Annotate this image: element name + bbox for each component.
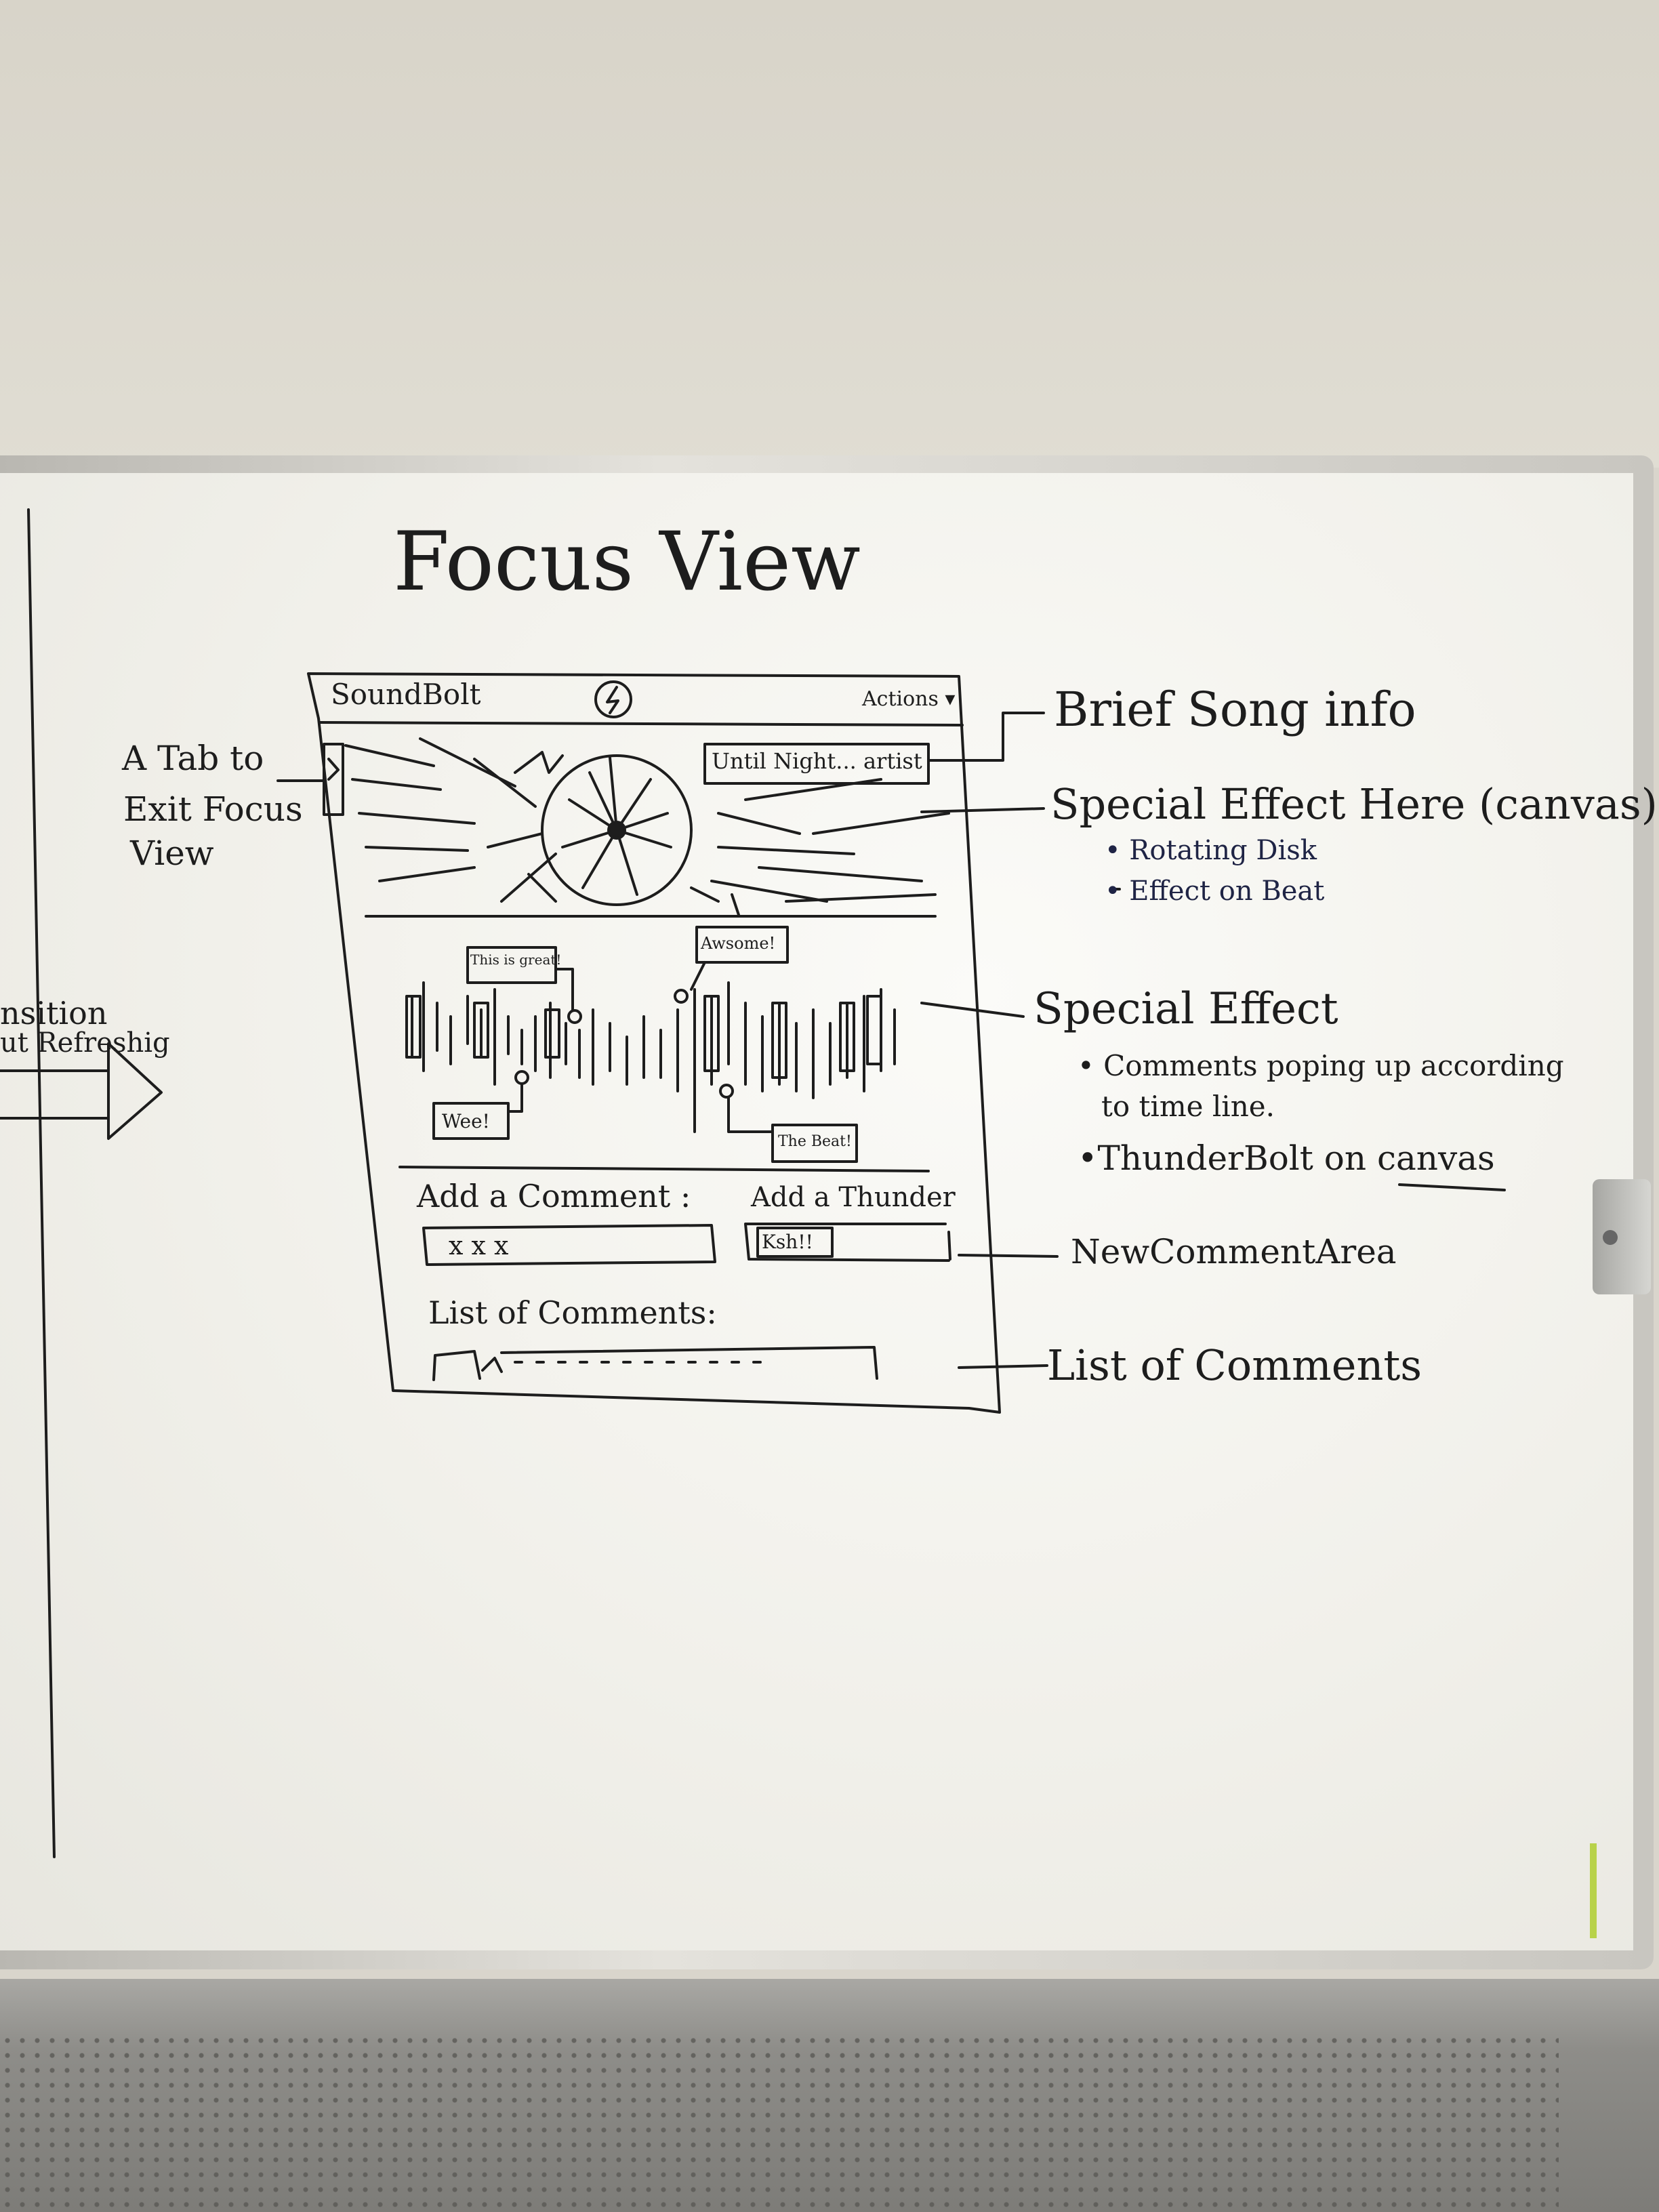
- add-thunder-label: Add a Thunder: [751, 1182, 956, 1213]
- bubble-awsome: [695, 926, 789, 964]
- canvas-leader: [920, 807, 1045, 813]
- bubble-awsome-text: Awsome!: [701, 934, 776, 953]
- list-of-comments-note: List of Comments: [1047, 1340, 1422, 1390]
- canvas-word: canvas: [1376, 1139, 1495, 1178]
- list-leader: [958, 1364, 1048, 1369]
- add-comment-label: Add a Comment :: [417, 1178, 691, 1214]
- add-thunder-value: Ksh!!: [762, 1231, 813, 1253]
- thunder-input-box: [756, 1227, 834, 1258]
- brief-song-info-note: Brief Song info: [1054, 682, 1416, 737]
- add-comment-value: x x x: [449, 1231, 509, 1261]
- wall: [0, 0, 1659, 468]
- song-info-box: [703, 743, 930, 785]
- app-name: SoundBolt: [331, 678, 481, 711]
- bubble-wee-text: Wee!: [442, 1110, 490, 1132]
- bolt-glyph: [606, 686, 619, 714]
- special-effect-note: Special Effect: [1033, 984, 1338, 1034]
- bolt-logo-icon: [594, 680, 632, 718]
- waveform: [405, 981, 896, 1133]
- divider-line: [27, 508, 56, 1858]
- tab-exit-note-1: A Tab to: [122, 739, 264, 778]
- new-comment-leader: [958, 1254, 1059, 1258]
- list-of-comments-label: List of Comments:: [428, 1294, 717, 1331]
- new-comment-area-note: NewCommentArea: [1071, 1232, 1397, 1271]
- radiator-grille: [0, 2033, 1559, 2212]
- special-effect-canvas-note: Special Effect Here (canvas): [1050, 779, 1658, 829]
- rotating-disk-note: • Rotating Disk: [1105, 835, 1317, 866]
- transition-arrow: [0, 1042, 163, 1140]
- bubble-beat-text: The Beat!: [778, 1133, 852, 1150]
- comments-popping-note-2: to time line.: [1101, 1090, 1275, 1123]
- green-marker-edge: [1590, 1843, 1597, 1938]
- list-row: [500, 1346, 878, 1380]
- left-cut-note-2: ut Refreshig: [0, 1027, 170, 1059]
- board-clip: [1593, 1179, 1651, 1294]
- song-info-text: Until Night... artist: [712, 748, 922, 774]
- mockup-header-divider: [319, 721, 964, 726]
- tab-exit-note-2: Exit Focus: [123, 790, 303, 829]
- actions-menu: Actions ▾: [862, 687, 956, 711]
- bubble-the-beat: [771, 1124, 858, 1163]
- song-info-leader: [928, 712, 1045, 762]
- comments-popping-note-1: • Comments poping up according: [1078, 1049, 1564, 1082]
- page-title: Focus View: [393, 515, 861, 609]
- thunderbolt-note: •ThunderBolt on canvas: [1078, 1139, 1495, 1178]
- mockup-frame: [307, 672, 1001, 1414]
- list-avatar: [432, 1350, 481, 1381]
- special-effect-leader: [920, 1002, 1025, 1018]
- bubble-great-text: This is great!: [470, 951, 562, 968]
- bubble-great: [466, 946, 557, 984]
- tab-exit-note-3: View: [130, 834, 214, 873]
- left-cut-note-1: nsition: [0, 995, 108, 1031]
- exit-tab: [323, 743, 344, 816]
- clip-screw-icon: [1603, 1230, 1618, 1245]
- bubble-wee: [432, 1102, 510, 1140]
- effect-on-beat-note: • Effect on Beat: [1105, 876, 1325, 907]
- rotating-disk: [541, 754, 693, 906]
- whiteboard: [0, 473, 1633, 1950]
- comment-input-box: [422, 1224, 716, 1266]
